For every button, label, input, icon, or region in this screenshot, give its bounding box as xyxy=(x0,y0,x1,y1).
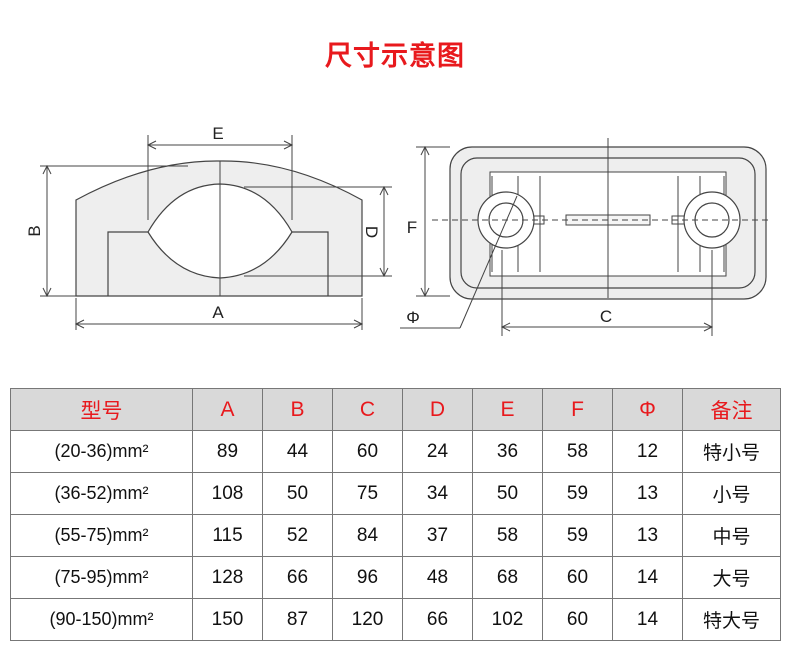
cell-note: 小号 xyxy=(682,472,781,515)
dim-label-a: A xyxy=(212,303,224,322)
header-note: 备注 xyxy=(682,388,781,431)
dim-label-e: E xyxy=(212,124,223,143)
header-c: C xyxy=(332,388,403,431)
cell-phi: 13 xyxy=(612,514,683,557)
table-row: (90-150)mm² 150 87 120 66 102 60 14 特大号 xyxy=(10,598,781,641)
cell-d: 24 xyxy=(402,430,473,473)
cell-f: 60 xyxy=(542,598,613,641)
cell-d: 48 xyxy=(402,556,473,599)
cell-a: 89 xyxy=(192,430,263,473)
front-view xyxy=(40,135,392,330)
cell-a: 150 xyxy=(192,598,263,641)
header-d: D xyxy=(402,388,473,431)
cell-b: 44 xyxy=(262,430,333,473)
cell-a: 108 xyxy=(192,472,263,515)
dim-label-phi: Φ xyxy=(406,308,420,327)
cell-b: 52 xyxy=(262,514,333,557)
cell-c: 96 xyxy=(332,556,403,599)
cell-a: 128 xyxy=(192,556,263,599)
dim-label-f: F xyxy=(407,218,417,237)
cell-b: 50 xyxy=(262,472,333,515)
cell-d: 34 xyxy=(402,472,473,515)
cell-phi: 13 xyxy=(612,472,683,515)
dim-label-b: B xyxy=(25,225,44,236)
top-view xyxy=(400,138,772,336)
cell-model: (55-75)mm² xyxy=(10,514,193,557)
cell-f: 58 xyxy=(542,430,613,473)
header-a: A xyxy=(192,388,263,431)
cell-c: 120 xyxy=(332,598,403,641)
cell-note: 特小号 xyxy=(682,430,781,473)
cell-a: 115 xyxy=(192,514,263,557)
table-row: (75-95)mm² 128 66 96 48 68 60 14 大号 xyxy=(10,556,781,599)
header-e: E xyxy=(472,388,543,431)
table-row: (36-52)mm² 108 50 75 34 50 59 13 小号 xyxy=(10,472,781,515)
dimension-diagram: E A B D xyxy=(25,124,772,336)
cell-c: 75 xyxy=(332,472,403,515)
cell-d: 37 xyxy=(402,514,473,557)
page-title: 尺寸示意图 xyxy=(325,41,465,72)
cell-note: 大号 xyxy=(682,556,781,599)
cell-phi: 12 xyxy=(612,430,683,473)
cell-f: 59 xyxy=(542,514,613,557)
cell-f: 59 xyxy=(542,472,613,515)
cell-b: 66 xyxy=(262,556,333,599)
cell-c: 84 xyxy=(332,514,403,557)
header-b: B xyxy=(262,388,333,431)
cell-phi: 14 xyxy=(612,598,683,641)
cell-model: (20-36)mm² xyxy=(10,430,193,473)
table-header-row: 型号 A B C D E F Φ 备注 xyxy=(10,388,781,431)
cell-e: 68 xyxy=(472,556,543,599)
dim-label-d: D xyxy=(362,226,381,238)
cell-e: 102 xyxy=(472,598,543,641)
header-f: F xyxy=(542,388,613,431)
cell-e: 58 xyxy=(472,514,543,557)
cell-model: (90-150)mm² xyxy=(10,598,193,641)
table-row: (55-75)mm² 115 52 84 37 58 59 13 中号 xyxy=(10,514,781,557)
dim-label-c: C xyxy=(600,307,612,326)
cell-d: 66 xyxy=(402,598,473,641)
cell-phi: 14 xyxy=(612,556,683,599)
cell-note: 特大号 xyxy=(682,598,781,641)
cell-model: (36-52)mm² xyxy=(10,472,193,515)
header-model: 型号 xyxy=(10,388,193,431)
spec-table: 型号 A B C D E F Φ 备注 (20-36)mm² 89 44 60 … xyxy=(10,388,781,641)
cell-e: 36 xyxy=(472,430,543,473)
cell-model: (75-95)mm² xyxy=(10,556,193,599)
table-row: (20-36)mm² 89 44 60 24 36 58 12 特小号 xyxy=(10,430,781,473)
cell-e: 50 xyxy=(472,472,543,515)
cell-note: 中号 xyxy=(682,514,781,557)
header-phi: Φ xyxy=(612,388,683,431)
cell-b: 87 xyxy=(262,598,333,641)
cell-f: 60 xyxy=(542,556,613,599)
cell-c: 60 xyxy=(332,430,403,473)
